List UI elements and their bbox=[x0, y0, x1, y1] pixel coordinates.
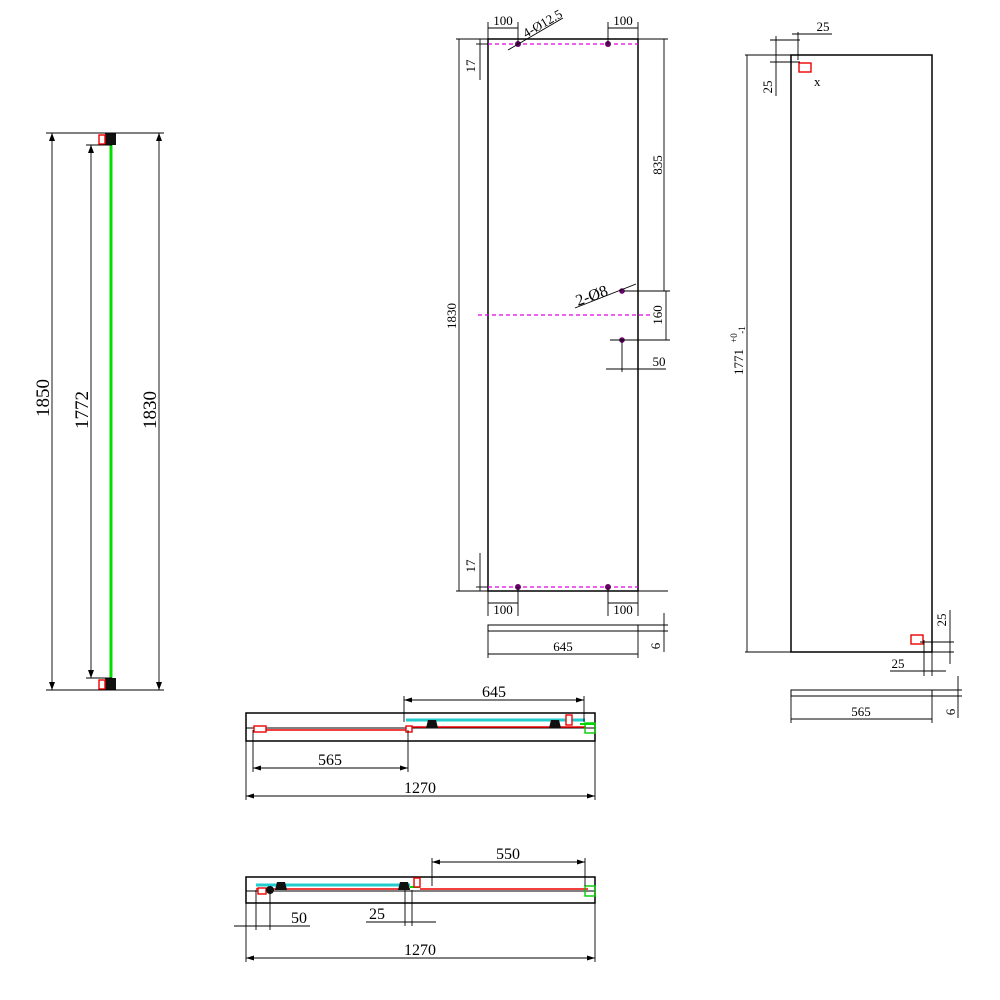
dim-fixed-width: 565 bbox=[318, 752, 342, 769]
dim-offset-b: 25 bbox=[369, 906, 385, 923]
top-seal-marker bbox=[798, 62, 812, 73]
dim-fixed-width: 565 bbox=[851, 704, 871, 719]
dim-panel-thickness: 6 bbox=[648, 642, 663, 649]
door-panel-view: 100 100 4-Ø12.5 17 100 100 17 1830 835 1… bbox=[444, 6, 670, 658]
bottom-seal-marker bbox=[910, 634, 924, 645]
dim-bottom-offset: 25 bbox=[892, 656, 905, 671]
roller bbox=[275, 882, 287, 890]
dim-bottom-left-offset: 100 bbox=[493, 602, 513, 617]
dim-handle-to-bottom: 50 bbox=[653, 354, 666, 369]
fixed-panel-view: 1771 +0 -1 x 25 25 25 25 565 6 bbox=[729, 19, 962, 723]
dim-overall-width: 1270 bbox=[404, 780, 436, 797]
dim-bottom-edge: 17 bbox=[463, 559, 478, 573]
dim-top-side: 25 bbox=[760, 81, 775, 94]
door-panel-edge-strip bbox=[487, 624, 639, 632]
marker-x: x bbox=[814, 74, 821, 89]
dim-opening: 550 bbox=[496, 846, 520, 863]
bottom-seal bbox=[98, 679, 106, 690]
dim-top-offset: 25 bbox=[817, 19, 830, 34]
dim-offset-a: 50 bbox=[291, 910, 307, 927]
dim-panel-width: 645 bbox=[553, 639, 573, 654]
bottom-roller-fitting bbox=[105, 678, 116, 690]
fixed-panel-edge-strip bbox=[790, 689, 933, 697]
plan-view-open: 550 50 25 1270 bbox=[234, 846, 596, 962]
dim-overall-height: 1850 bbox=[33, 379, 54, 417]
roller bbox=[426, 720, 438, 728]
dim-door-width: 645 bbox=[482, 684, 506, 701]
roller-hole-callout: 4-Ø12.5 bbox=[520, 6, 565, 40]
handle-hole-callout: 2-Ø8 bbox=[574, 283, 611, 310]
dim-fixed-height: 1771 bbox=[731, 349, 746, 375]
dim-panel-height: 1830 bbox=[444, 303, 459, 329]
tolerance-plus: +0 bbox=[729, 333, 739, 343]
dim-top-left-offset: 100 bbox=[493, 13, 513, 28]
tolerance-minus: -1 bbox=[737, 326, 747, 334]
dim-overall-width: 1270 bbox=[404, 942, 436, 959]
top-seal bbox=[98, 134, 106, 145]
roller bbox=[398, 882, 410, 890]
fixed-panel-outline bbox=[790, 54, 933, 653]
dim-glass-height: 1830 bbox=[140, 391, 161, 429]
dim-top-right-offset: 100 bbox=[613, 13, 633, 28]
dim-top-to-handle: 835 bbox=[650, 155, 665, 175]
plan-view-closed: 645 565 1270 bbox=[245, 684, 596, 800]
dim-bottom-side: 25 bbox=[934, 614, 949, 627]
dim-handle-spacing: 160 bbox=[650, 305, 665, 325]
top-roller-fitting bbox=[105, 133, 116, 145]
dim-top-edge: 17 bbox=[463, 59, 478, 73]
dim-bottom-right-offset: 100 bbox=[613, 602, 633, 617]
side-elevation-view: 1850 1772 1830 bbox=[33, 132, 164, 691]
dim-inner-height: 1772 bbox=[72, 391, 93, 429]
dim-fixed-thickness: 6 bbox=[943, 708, 958, 715]
roller bbox=[549, 720, 561, 728]
